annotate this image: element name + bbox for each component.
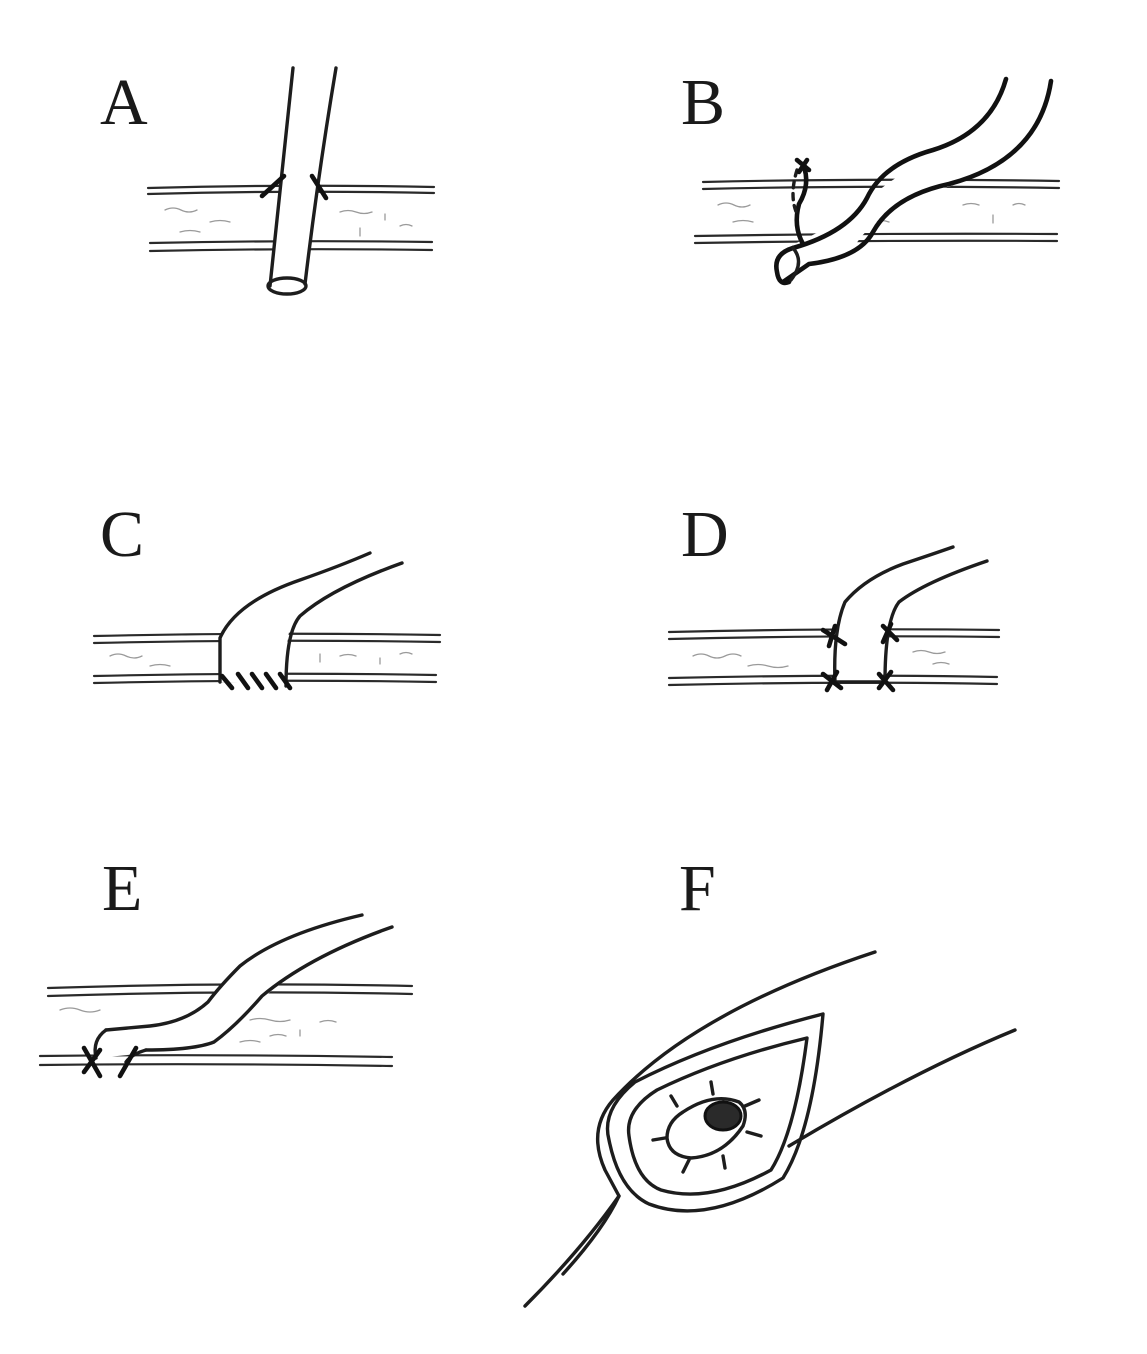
graft-tube-e bbox=[93, 913, 394, 1064]
panel-label-d: D bbox=[681, 498, 729, 571]
sutures-e bbox=[81, 1045, 139, 1079]
anastomosis-f bbox=[651, 1080, 763, 1174]
sutures-a bbox=[259, 173, 329, 201]
panel-label-f: F bbox=[679, 852, 716, 925]
graft-tube-a bbox=[266, 66, 338, 296]
suture-b bbox=[791, 157, 812, 247]
panel-label-b: B bbox=[681, 66, 726, 139]
panel-d: D bbox=[573, 460, 1133, 900]
panel-a: A bbox=[0, 0, 560, 440]
diagram-c bbox=[92, 551, 442, 691]
panel-b: B bbox=[573, 0, 1133, 440]
panel-label-a: A bbox=[100, 66, 148, 139]
graft-tube-c bbox=[218, 551, 404, 688]
panel-label-c: C bbox=[100, 498, 145, 571]
panel-c: C bbox=[0, 460, 560, 900]
diagram-f bbox=[523, 950, 1017, 1308]
skin-outline-f bbox=[523, 950, 1017, 1308]
sutures-d bbox=[820, 621, 900, 693]
sutures-c bbox=[219, 671, 293, 691]
diagram-d bbox=[667, 545, 1001, 693]
lumen-f bbox=[703, 1100, 743, 1132]
diagram-b bbox=[693, 76, 1061, 286]
graft-tube-b bbox=[774, 76, 1054, 286]
panel-label-e: E bbox=[102, 852, 143, 925]
panel-f: F bbox=[523, 810, 1133, 1308]
diagram-e bbox=[38, 913, 414, 1079]
diagram-a bbox=[146, 66, 436, 296]
panel-e: E bbox=[0, 810, 560, 1250]
skin-flap-f bbox=[605, 1012, 825, 1213]
graft-tube-d bbox=[833, 545, 989, 684]
